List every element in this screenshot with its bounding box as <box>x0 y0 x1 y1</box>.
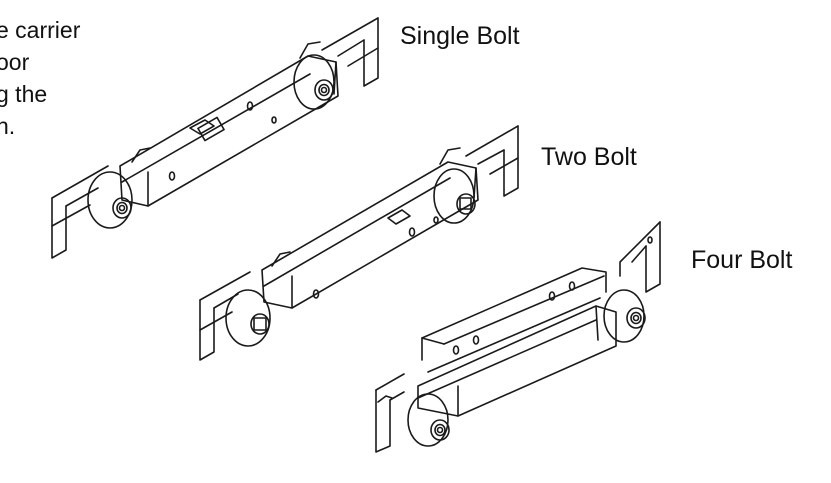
single-bolt-carrier <box>52 18 378 258</box>
two-bolt-carrier <box>200 126 518 360</box>
intro-line: n. <box>0 113 16 139</box>
wheel-icon <box>408 394 448 446</box>
intro-line: oor <box>0 49 30 75</box>
four-bolt-carrier <box>376 222 660 452</box>
intro-line: e carrier <box>0 17 81 43</box>
intro-line: g the <box>0 81 48 107</box>
wheel-icon <box>434 169 474 223</box>
wheel-icon <box>604 290 644 342</box>
label-single-bolt: Single Bolt <box>400 22 520 50</box>
intro-text: e carrier oor g the n. <box>0 14 80 142</box>
wheel-icon <box>226 290 270 346</box>
wheel-icon <box>88 172 132 228</box>
wheel-icon <box>294 55 334 109</box>
label-four-bolt: Four Bolt <box>691 246 793 274</box>
label-two-bolt: Two Bolt <box>541 143 637 171</box>
